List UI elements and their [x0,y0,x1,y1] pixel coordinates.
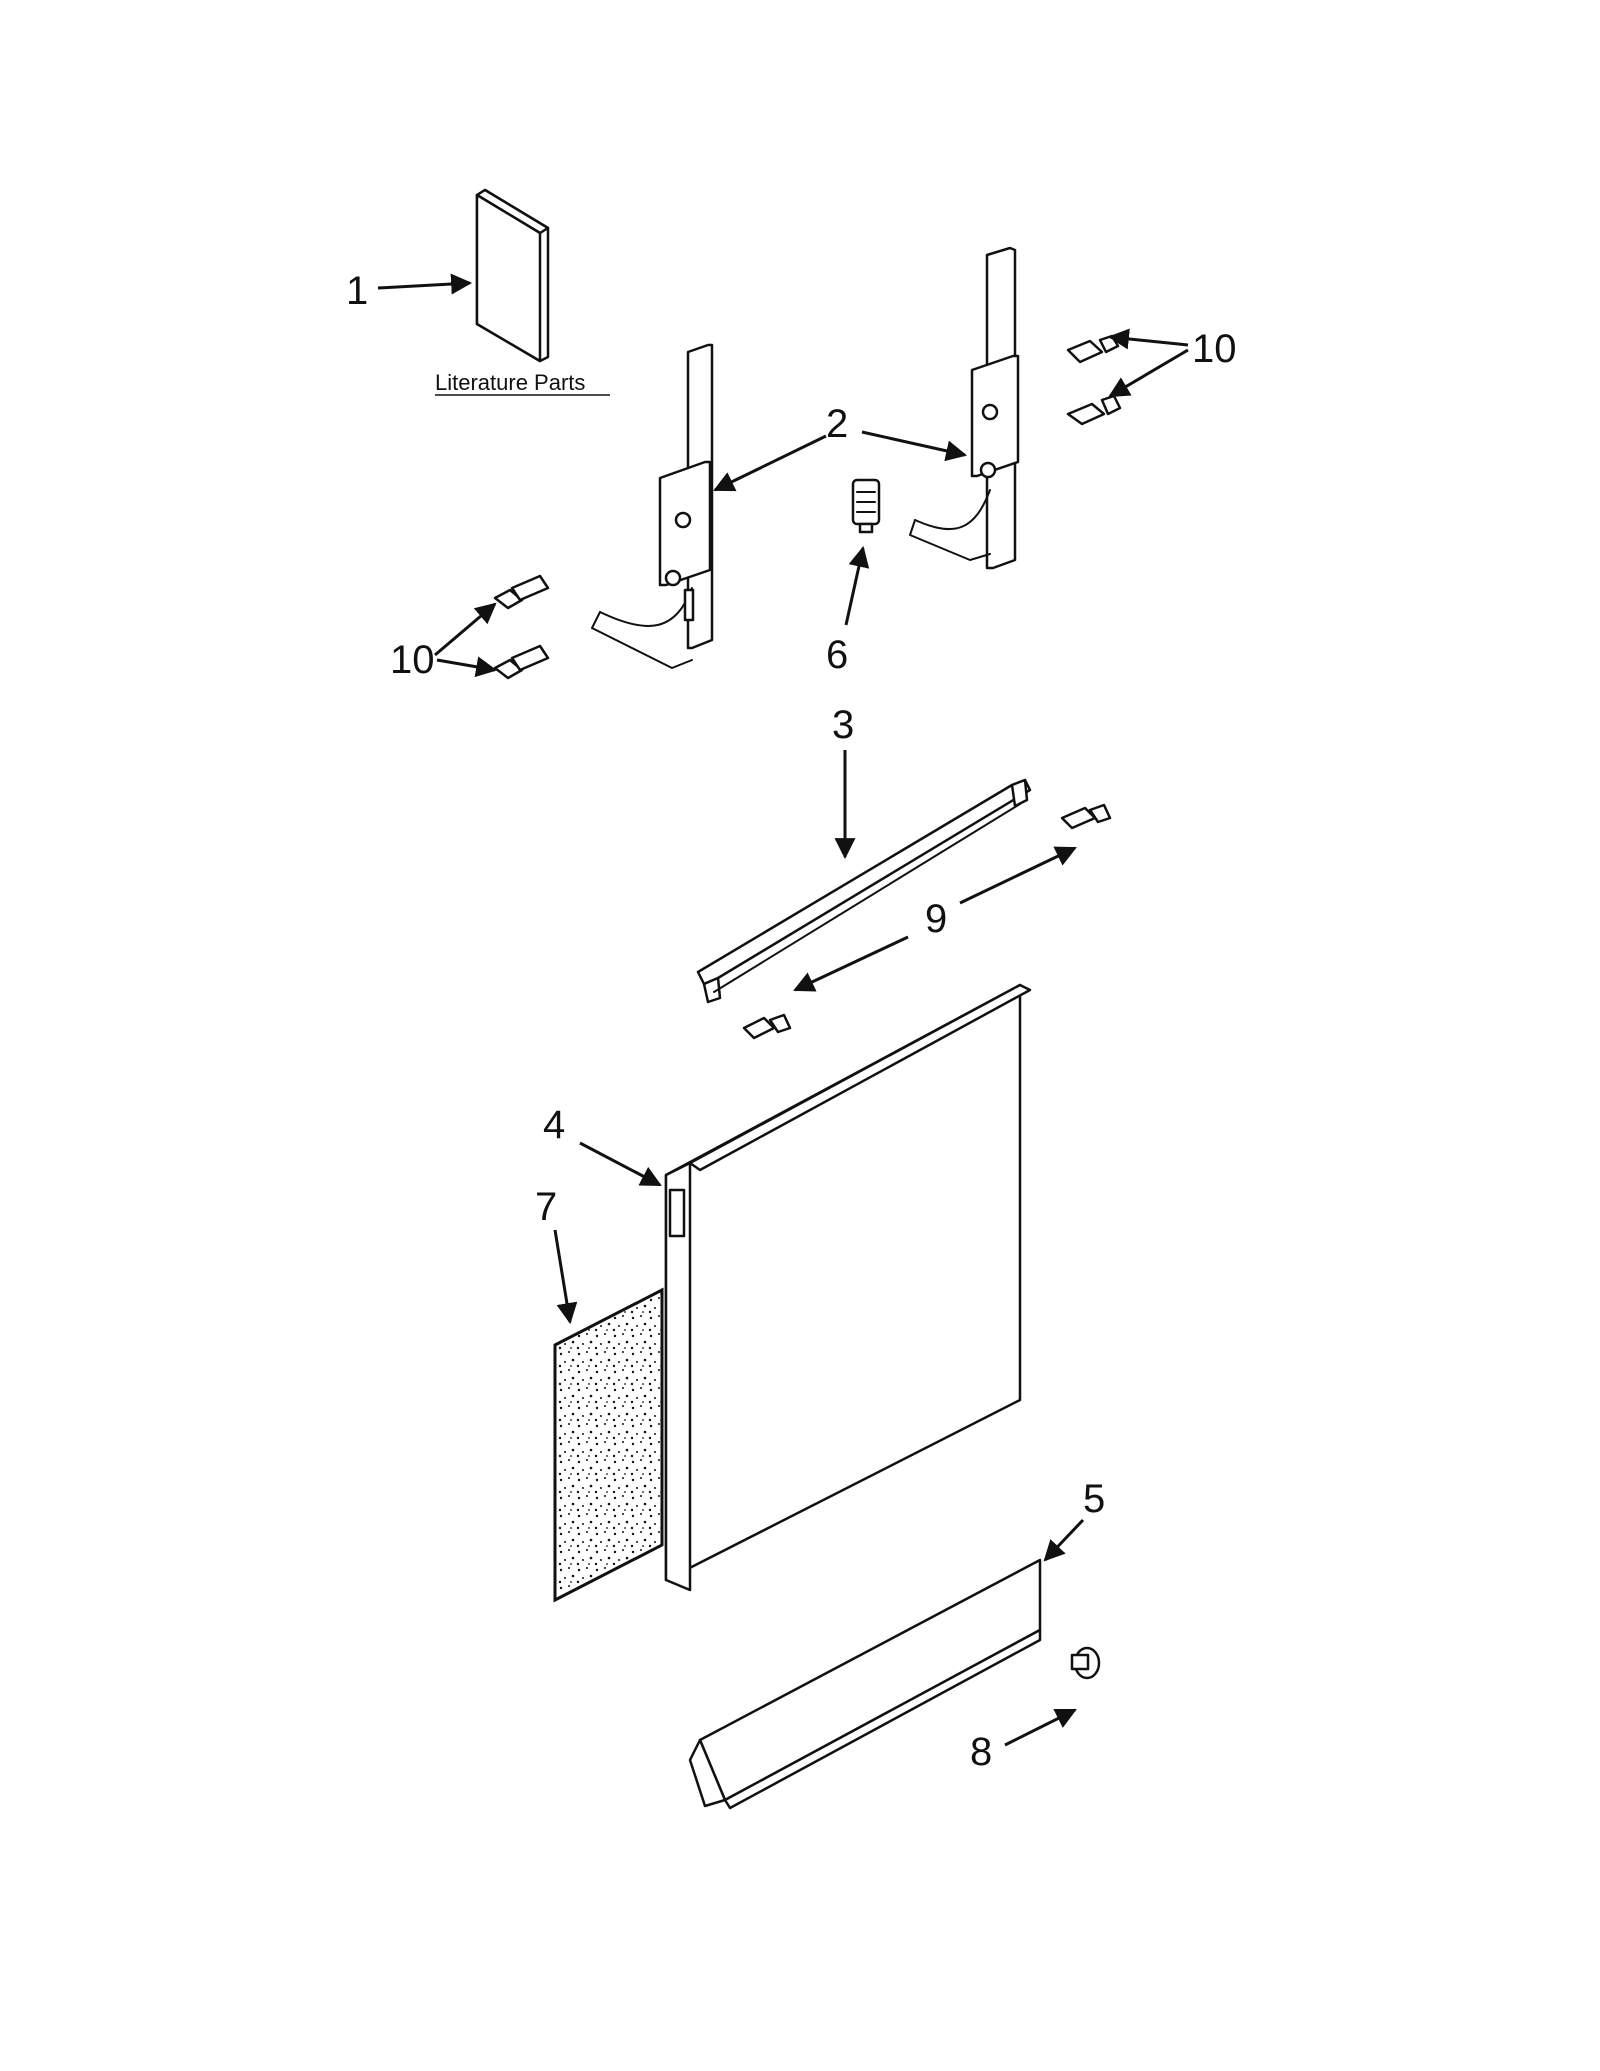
leader-10-top-b [1108,348,1189,398]
leader-10-top-a [1107,328,1189,350]
rail-screw-left [742,1013,792,1040]
top-rail [696,778,1032,1004]
leader-2-right [861,430,968,462]
leader-8 [1004,1708,1077,1747]
callout-10-top: 10 [1192,327,1237,371]
leader-10-bottom-a [434,602,497,657]
callout-7: 7 [535,1185,557,1229]
literature-booklet [475,188,550,363]
callout-10-bottom: 10 [390,638,435,682]
screw-top-1 [1066,334,1120,364]
leader-4 [579,1141,662,1187]
screw-top-2 [1066,394,1122,426]
callout-9: 9 [925,897,947,941]
toe-kick-screw [1070,1646,1101,1680]
callout-3: 3 [832,703,854,747]
leader-7 [553,1229,578,1325]
leader-9-right [959,846,1077,905]
callout-5: 5 [1083,1477,1105,1521]
insulation-pad [553,1287,664,1603]
door-panel [664,983,1032,1592]
callout-4: 4 [543,1103,565,1147]
toe-kick-panel [688,1558,1042,1810]
literature-caption: Literature Parts [435,370,585,395]
leader-2-left [713,434,827,492]
leader-10-bottom-b [436,656,498,678]
callout-6: 6 [826,633,848,677]
callout-8: 8 [970,1730,992,1774]
leader-6 [844,545,870,626]
screw-bottom-1 [493,574,550,610]
clip [851,478,881,534]
leader-1 [377,273,473,295]
callout-1: 1 [346,269,368,313]
door-bracket-left [591,343,714,669]
screw-bottom-2 [493,644,550,680]
leader-9-left [793,935,909,992]
rail-screw-right [1060,803,1112,830]
callout-2: 2 [826,402,848,446]
leader-5 [1043,1518,1085,1562]
door-bracket-right [909,246,1020,570]
